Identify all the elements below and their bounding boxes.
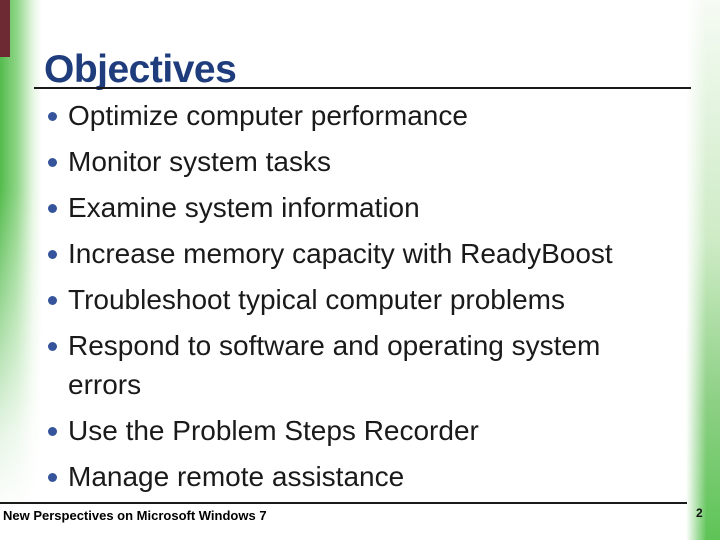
- bullet-text: Respond to software and operating system…: [68, 330, 601, 400]
- slide-title: Objectives: [44, 48, 237, 92]
- bullet-dot-icon: [48, 342, 57, 351]
- bullet-item: Monitor system tasks: [48, 142, 648, 181]
- bullet-text: Examine system information: [68, 192, 420, 223]
- bullet-item: Respond to software and operating system…: [48, 326, 648, 404]
- title-underline: [34, 87, 691, 89]
- page-number: 2: [696, 506, 703, 520]
- bullet-text: Optimize computer performance: [68, 100, 468, 131]
- bullet-dot-icon: [48, 204, 57, 213]
- bullet-dot-icon: [48, 250, 57, 259]
- bullet-item: Troubleshoot typical computer problems: [48, 280, 648, 319]
- bullet-text: Manage remote assistance: [68, 461, 405, 492]
- bullet-text: Use the Problem Steps Recorder: [68, 415, 479, 446]
- bullet-dot-icon: [48, 473, 57, 482]
- bullet-item: Use the Problem Steps Recorder: [48, 411, 648, 450]
- bullet-item: Optimize computer performance: [48, 96, 648, 135]
- bullet-text: Increase memory capacity with ReadyBoost: [68, 238, 613, 269]
- bullet-item: Examine system information: [48, 188, 648, 227]
- footer-book-title: New Perspectives on Microsoft Windows 7: [3, 508, 267, 523]
- bullet-dot-icon: [48, 427, 57, 436]
- bullet-dot-icon: [48, 112, 57, 121]
- bullet-list: Optimize computer performance Monitor sy…: [48, 96, 648, 503]
- bullet-dot-icon: [48, 158, 57, 167]
- right-green-gradient-bar: [686, 0, 720, 540]
- left-green-gradient-bar: [0, 0, 44, 540]
- bullet-item: Manage remote assistance: [48, 457, 648, 496]
- bullet-text: Monitor system tasks: [68, 146, 331, 177]
- footer-divider: [0, 502, 687, 504]
- bullet-dot-icon: [48, 296, 57, 305]
- maroon-accent-block: [0, 0, 10, 57]
- bullet-item: Increase memory capacity with ReadyBoost: [48, 234, 648, 273]
- bullet-text: Troubleshoot typical computer problems: [68, 284, 565, 315]
